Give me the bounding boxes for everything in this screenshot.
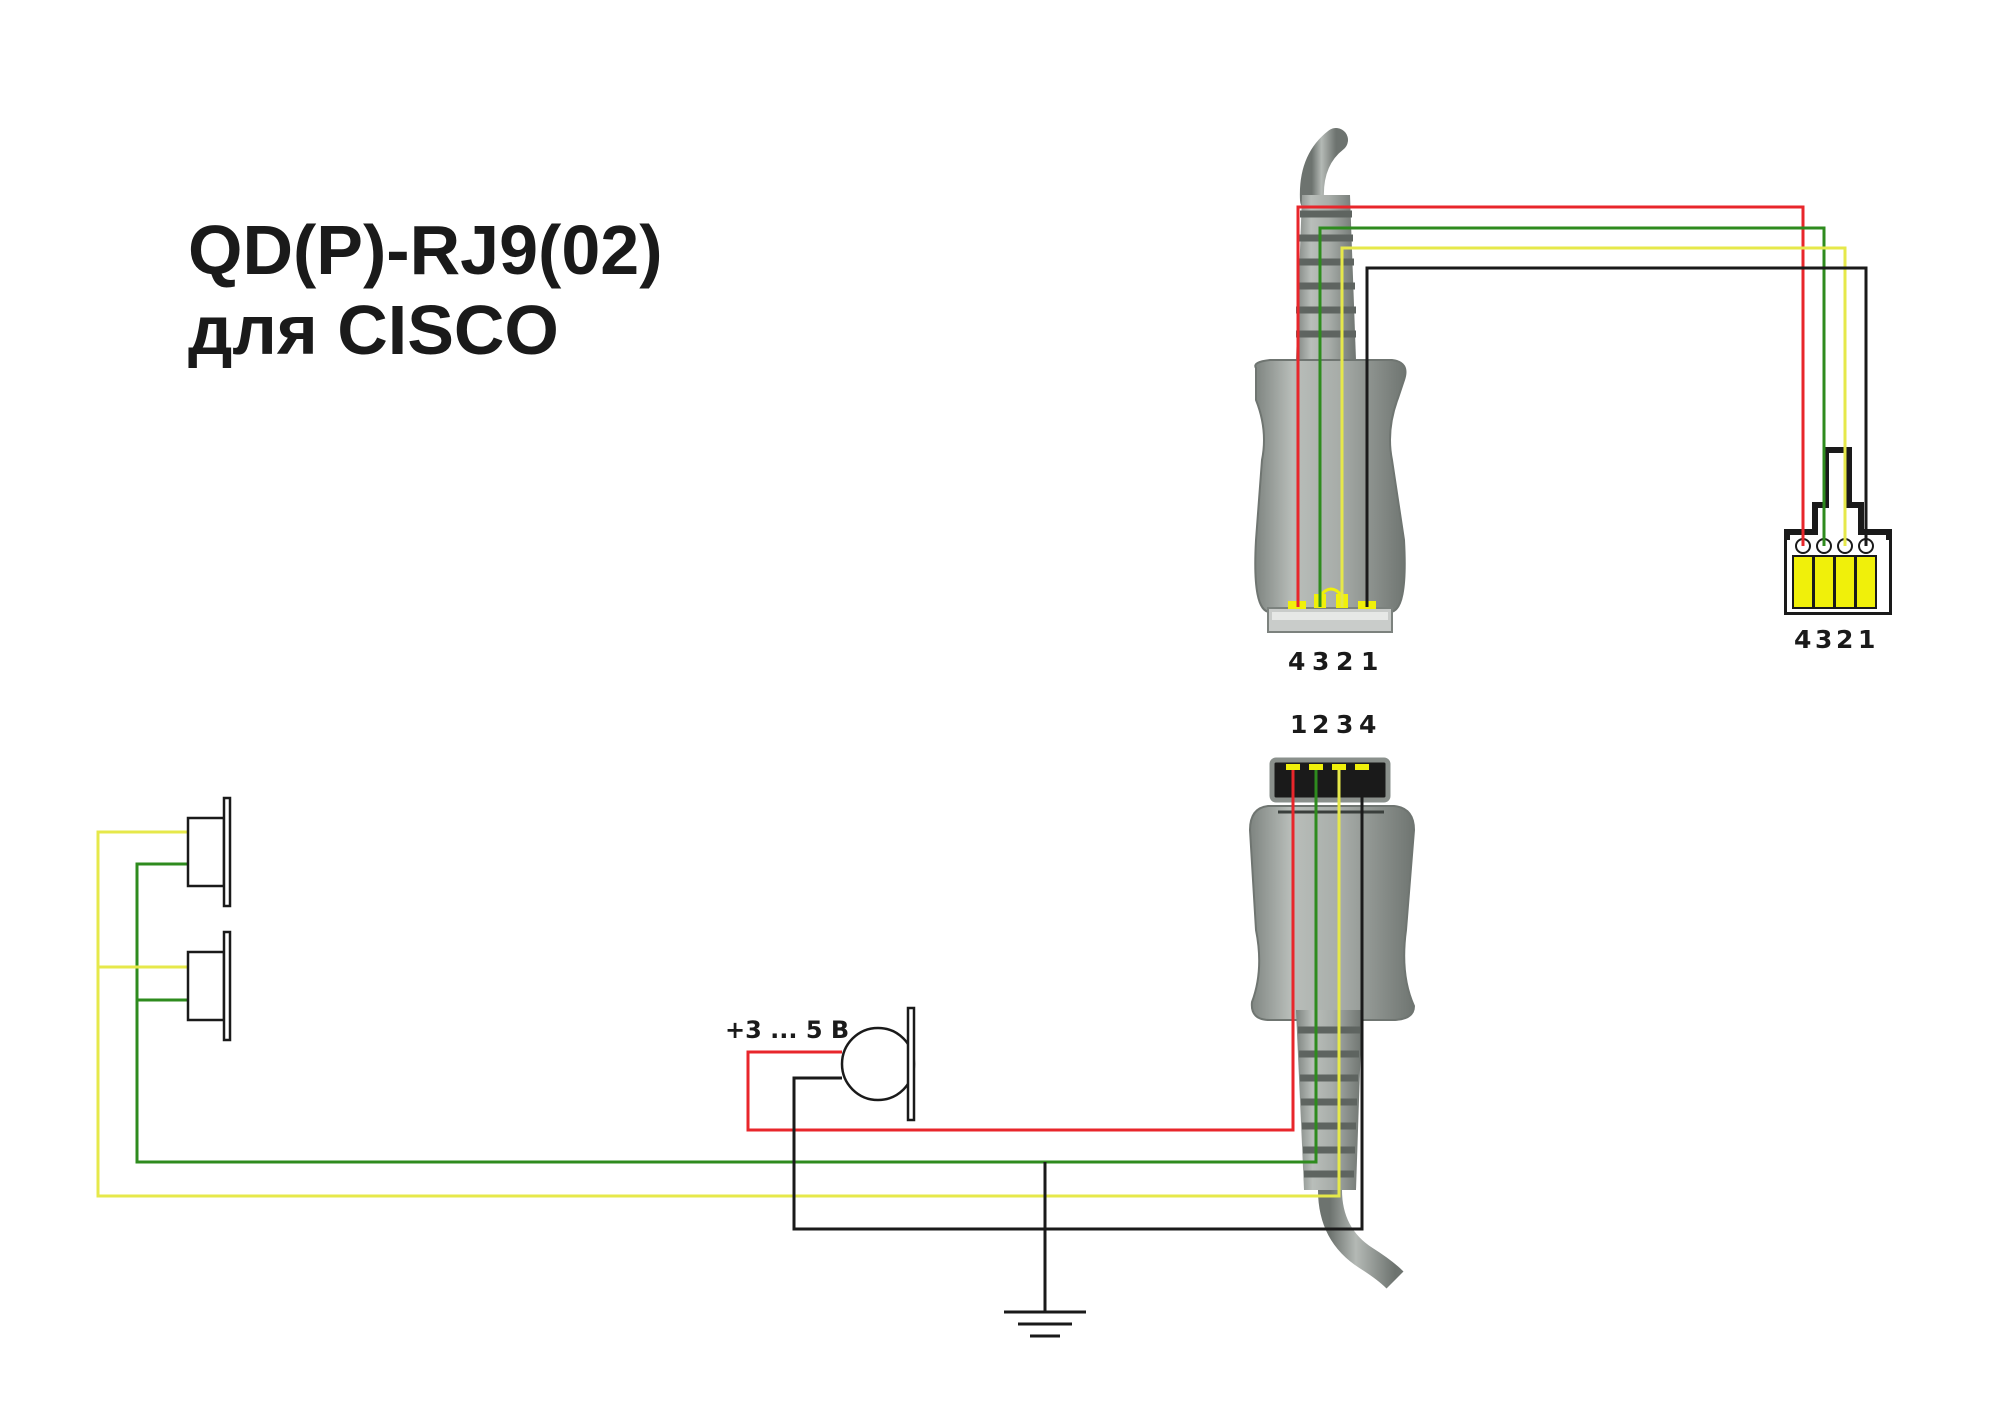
- wire-black-bottom: [792, 770, 1364, 1231]
- wire-green-bottom: [135, 770, 1318, 1164]
- qd-bottom-pin-labels: 1 2 3 4: [1290, 710, 1376, 739]
- speaker-1: [186, 796, 232, 908]
- qd-top-pin-label: 1: [1361, 647, 1378, 676]
- qd-bottom-pin-label: 1: [1290, 710, 1307, 739]
- qd-top-body: [1254, 359, 1407, 613]
- qd-connector-bottom: [1248, 757, 1416, 1289]
- rj9-pin-label: 2: [1836, 625, 1853, 654]
- qd-bottom-cable: [1318, 1189, 1404, 1289]
- qd-top-pin-label: 2: [1336, 647, 1353, 676]
- qd-bottom-pin-label: 2: [1312, 710, 1329, 739]
- diagram-title: QD(P)-RJ9(02): [188, 211, 663, 289]
- qd-bottom-pin-label: 3: [1336, 710, 1353, 739]
- wire-yellow-bottom: [96, 770, 1341, 1198]
- rj9-pin-label: 1: [1858, 625, 1875, 654]
- top-wires: [1296, 205, 1868, 607]
- qd-top-cable: [1299, 128, 1348, 212]
- microphone: [840, 1006, 916, 1122]
- rj9-plug: [1784, 447, 1892, 615]
- rj9-pin-labels: 4 3 2 1: [1794, 625, 1875, 654]
- wire-black-top: [1365, 266, 1868, 607]
- qd-bottom-relief-ribs: [1298, 1026, 1360, 1178]
- wire-yellow-top: [1340, 246, 1847, 607]
- rj9-pin-label: 4: [1794, 625, 1811, 654]
- qd-top-pin-labels: 4 3 2 1: [1288, 647, 1378, 676]
- speaker-2: [186, 930, 232, 1042]
- rj9-pin-label: 3: [1815, 625, 1832, 654]
- wire-red-top: [1296, 205, 1805, 607]
- wire-red-bottom: [746, 770, 1295, 1132]
- mic-voltage-label: +3 ... 5 В: [725, 1016, 849, 1044]
- qd-top-pin-label: 4: [1288, 647, 1305, 676]
- qd-connector-top: [1254, 128, 1407, 633]
- rj9-contacts: [1792, 555, 1877, 609]
- wire-green-top: [1318, 226, 1826, 607]
- qd-top-relief-ribs: [1296, 210, 1356, 338]
- bottom-wires: [96, 770, 1364, 1312]
- ground-symbol: [1004, 1310, 1086, 1338]
- qd-bottom-body: [1248, 805, 1416, 1021]
- qd-bottom-pin-label: 4: [1359, 710, 1376, 739]
- qd-top-pin-label: 3: [1312, 647, 1329, 676]
- qd-bottom-contacts: [1286, 764, 1369, 770]
- diagram-subtitle: для CISCO: [188, 291, 559, 369]
